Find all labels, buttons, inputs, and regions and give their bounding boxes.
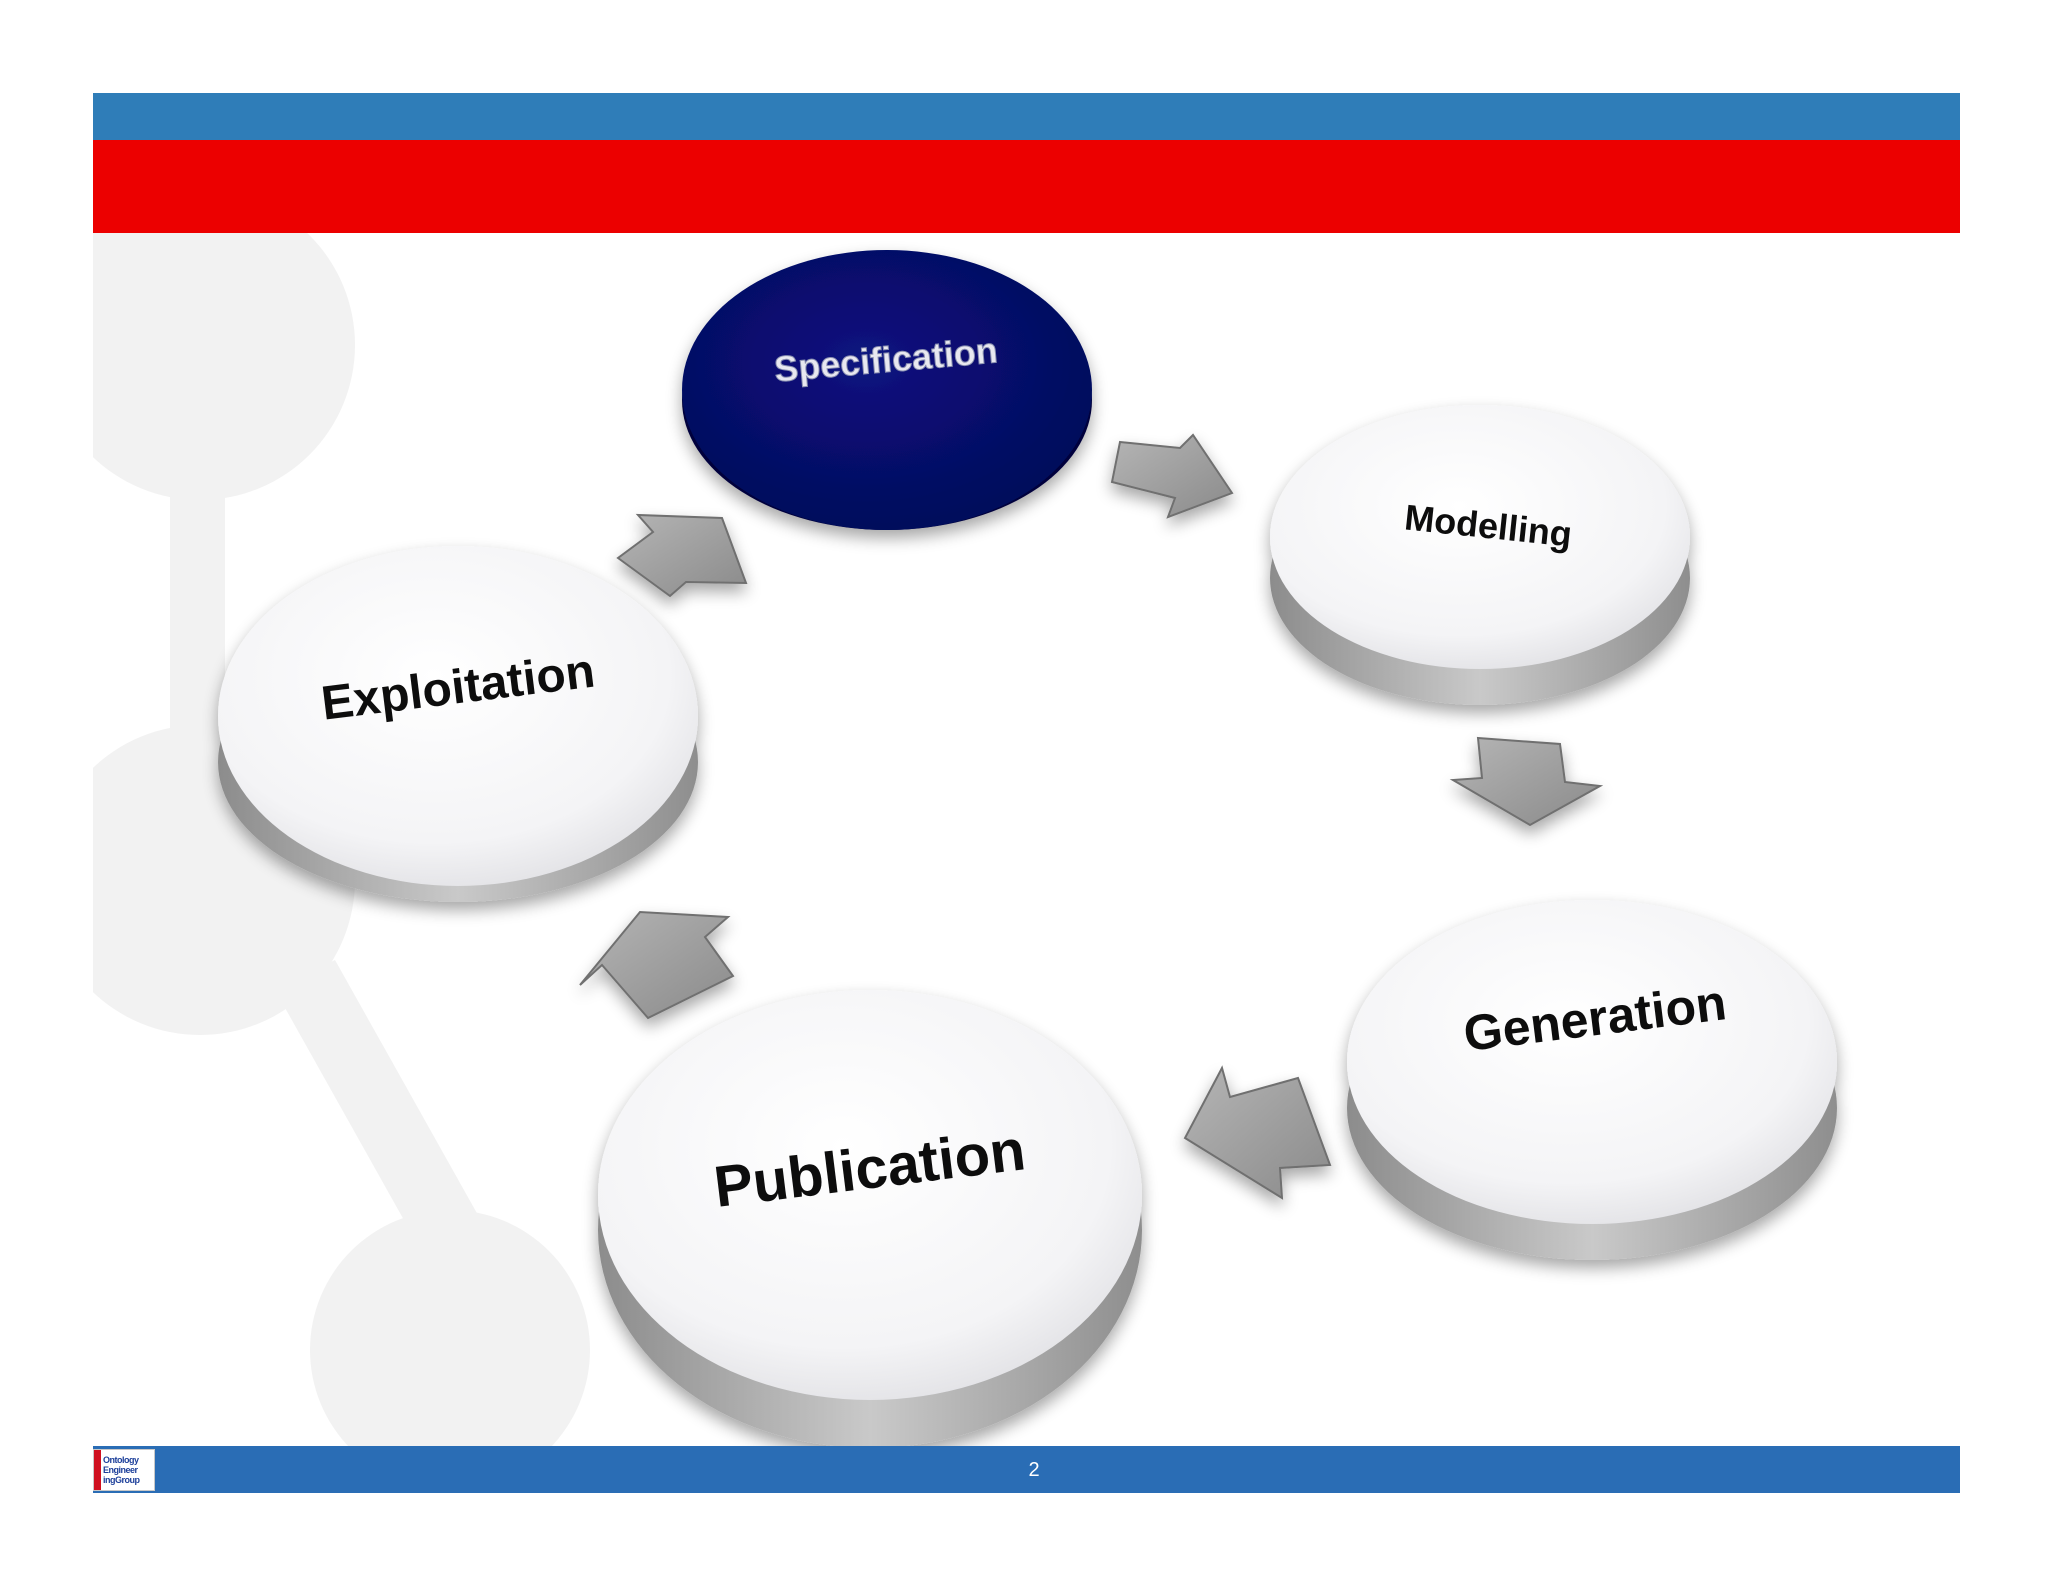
arrow-modelling-to-generation <box>1449 736 1604 827</box>
node-publication: Publication <box>598 990 1142 1448</box>
arrow-publication-to-exploitation <box>579 910 735 1020</box>
page-number: 2 <box>1028 1459 1040 1481</box>
header-red-band <box>93 140 1960 233</box>
logo-line-1: Ontology <box>103 1455 139 1465</box>
header-blue-band <box>93 93 1960 140</box>
logo-text: Ontology Engineer ingGroup <box>101 1450 140 1490</box>
arrow-exploitation-to-specification <box>616 513 748 598</box>
logo-line-3: ingGroup <box>103 1475 140 1485</box>
node-modelling: Modelling <box>1270 405 1690 705</box>
logo-line-2: Engineer <box>103 1465 138 1475</box>
node-specification: Specification <box>682 250 1092 530</box>
footer-bar <box>93 1446 1960 1493</box>
logo-stripe <box>94 1450 101 1490</box>
node-exploitation: Exploitation <box>218 546 698 902</box>
node-generation: Generation <box>1347 900 1837 1260</box>
oeg-logo: Ontology Engineer ingGroup <box>93 1449 155 1491</box>
arrow-specification-to-modelling <box>1110 433 1234 519</box>
arrow-generation-to-publication <box>1183 1065 1332 1200</box>
